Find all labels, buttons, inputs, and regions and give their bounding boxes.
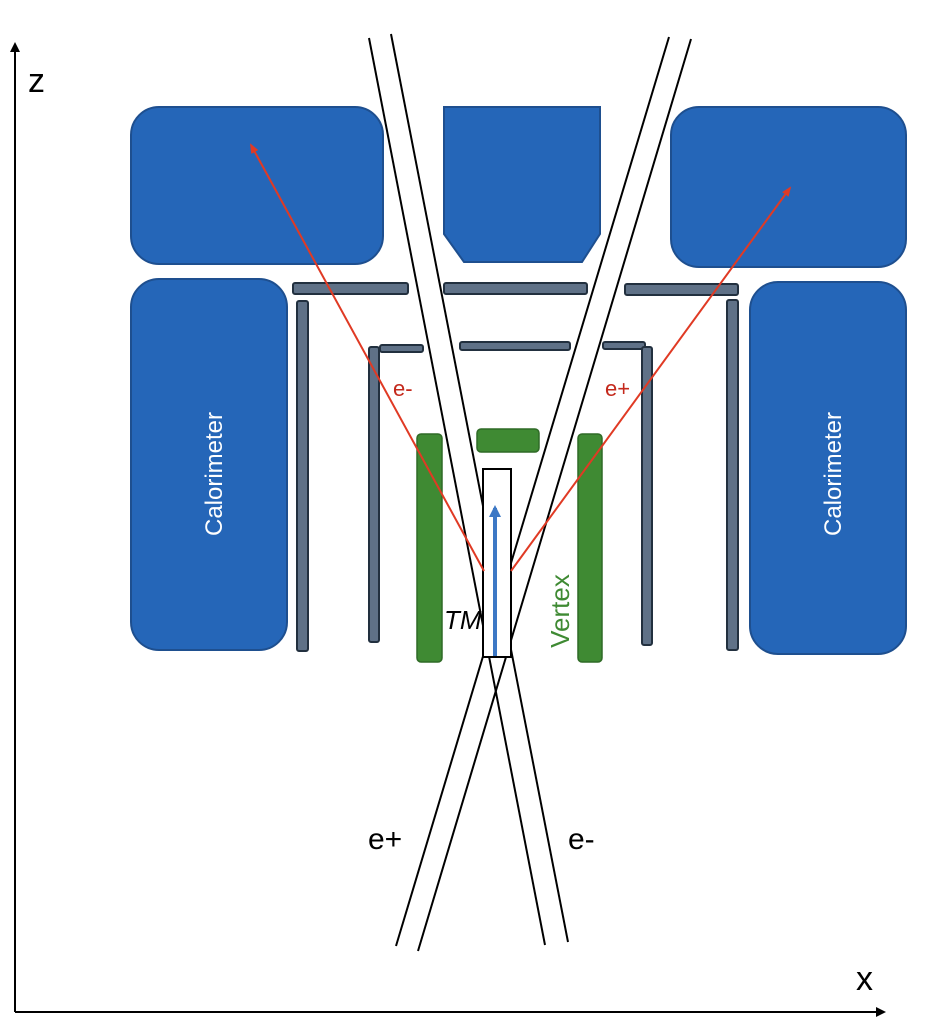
tracker-outer-right (726, 299, 739, 651)
track-electron (250, 143, 485, 572)
calorimeter-left-label: Calorimeter (201, 412, 228, 536)
beam-positron-edge-2 (390, 33, 569, 943)
tracker-outer-top-center (443, 282, 588, 295)
vertex-label: Vertex (545, 574, 575, 648)
target-label: TM (444, 605, 482, 635)
beam-positron-edge-1 (368, 37, 546, 946)
tracker-inner-right (641, 346, 653, 646)
tracker-inner-left (368, 346, 380, 643)
calorimeter-left (130, 278, 288, 651)
vertex-right (577, 433, 603, 663)
vertex-left (416, 433, 443, 663)
beam-electron-edge-2 (417, 38, 692, 952)
tracker-outer-left (296, 300, 309, 652)
beam-electron-edge-1 (395, 36, 670, 947)
track-positron (510, 186, 792, 572)
calorimeter-top-right (670, 106, 907, 268)
tracker-outer-top-right (624, 283, 739, 296)
tracker-inner-top-center (459, 341, 571, 351)
vertex-top (476, 428, 540, 453)
calorimeter-right-label: Calorimeter (820, 412, 847, 536)
beam-positron-label: e+ (368, 823, 402, 856)
calorimeter-top-left (130, 106, 384, 265)
tracker-inner-top-right (602, 341, 646, 350)
tracker-inner-top-left (379, 344, 424, 353)
tracker-outer-top-left (292, 282, 409, 295)
calorimeter-top-center (443, 106, 601, 263)
calorimeter-right (749, 281, 907, 655)
track-positron-label: e+ (605, 376, 630, 401)
track-electron-label: e- (393, 376, 413, 401)
z-axis-label: z (28, 62, 45, 100)
x-axis-label: x (856, 960, 873, 998)
beam-electron-label: e- (568, 823, 595, 856)
